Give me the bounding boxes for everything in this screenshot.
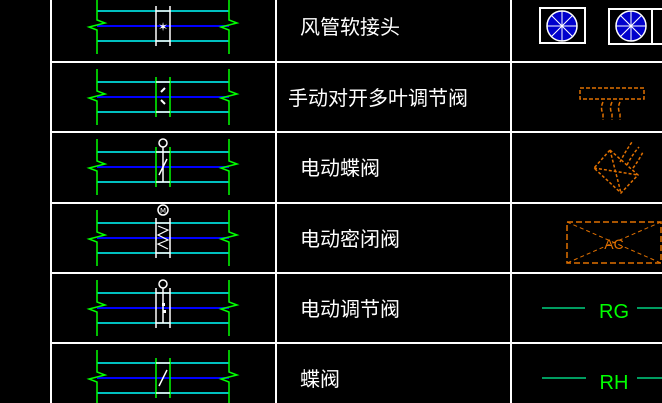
pipe-code-rh: RH: [542, 372, 662, 394]
butterfly-valve-icon: [86, 350, 240, 403]
exhaust-hood-icon: [592, 141, 644, 195]
legend-row-electric-airtight-valve: M 电动密闭阀: [51, 202, 662, 266]
legend-row-flexible-joint: ✶ 风管软接头: [86, 0, 400, 54]
manual-multi-blade-damper-icon: [86, 69, 240, 125]
legend-row-label: 电动密闭阀: [300, 227, 400, 251]
ac-label: AC: [604, 236, 623, 252]
pipe-code-label: RH: [600, 372, 629, 394]
legend-table-grid: [50, 0, 512, 403]
pipe-code-label: RG: [599, 301, 629, 323]
legend-row-electric-butterfly-valve: 电动蝶阀: [51, 131, 662, 195]
pipe-code-rg: RG: [542, 301, 662, 323]
flexible-joint-icon: ✶: [86, 0, 240, 54]
fan-coil-icon-1: [539, 7, 586, 44]
legend-row-label: 电动蝶阀: [300, 156, 380, 180]
ac-unit-icon: AC: [566, 221, 662, 264]
legend-row-butterfly-valve: 蝶阀: [51, 342, 662, 403]
motor-label: M: [160, 207, 166, 215]
legend-row-label: 蝶阀: [300, 367, 340, 391]
svg-text:✶: ✶: [158, 20, 168, 34]
legend-row-manual-multi-blade-damper: 手动对开多叶调节阀: [51, 61, 662, 125]
electric-regulating-valve-icon: [86, 279, 240, 336]
legend-row-electric-regulating-valve: 电动调节阀: [51, 272, 662, 336]
legend-row-label: 电动调节阀: [300, 297, 400, 321]
air-curtain-icon: [579, 87, 645, 120]
legend-row-label: 手动对开多叶调节阀: [288, 86, 468, 110]
fan-coil-icon-2: [608, 8, 662, 45]
legend-row-label: 风管软接头: [300, 15, 400, 39]
electric-butterfly-valve-icon: [86, 138, 240, 195]
electric-airtight-valve-icon: M: [86, 204, 240, 266]
